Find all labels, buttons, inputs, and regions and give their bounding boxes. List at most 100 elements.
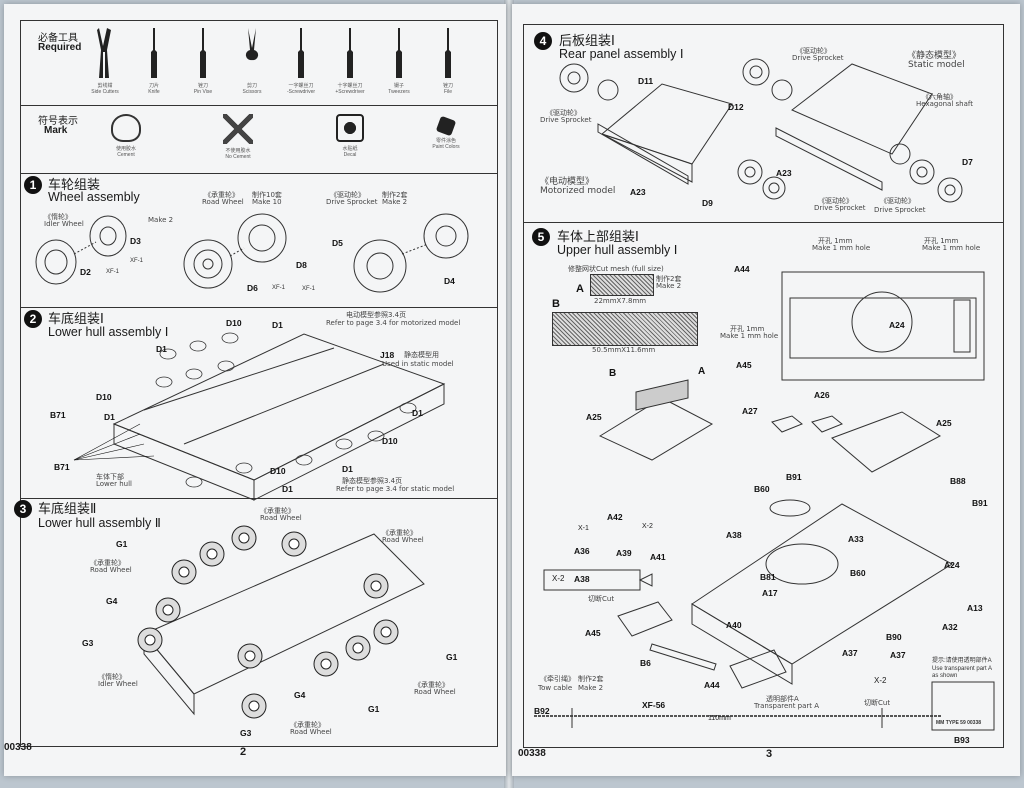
- mark-label-cn: 水贴纸: [342, 146, 358, 152]
- part-label: D3: [130, 236, 141, 246]
- step5-title-en: Upper hull assembly Ⅰ: [557, 243, 678, 257]
- road-wheel-en: Road Wheel: [260, 514, 302, 522]
- step2-hull-drawing: [73, 332, 446, 501]
- road-wheel-en: Road Wheel: [90, 566, 132, 574]
- hole-note-en: Make 1 mm hole: [812, 244, 871, 252]
- mark-label-cn: 不使用胶水: [225, 148, 251, 154]
- page-gutter: [504, 0, 514, 788]
- ref-static-cn: 静态模型参照3.4页: [342, 477, 403, 485]
- part-label: D11: [638, 76, 654, 86]
- part-label: D1: [282, 484, 293, 494]
- scissors-icon: [245, 28, 259, 61]
- static-use-en: Used in static model: [382, 360, 454, 368]
- sprocket-en: Drive Sprocket: [874, 206, 926, 214]
- part-label: D10: [226, 318, 242, 328]
- mark-label-en: Cement: [117, 152, 135, 158]
- part-label: B91: [786, 472, 802, 482]
- part-label: A: [698, 366, 706, 377]
- step3-title-cn: 车底组装Ⅱ: [38, 502, 97, 517]
- note-en: Use transparent part A as shown: [932, 666, 992, 679]
- tool-label-cn: 剪线钳: [97, 83, 113, 89]
- idler-qty: Make 2: [148, 216, 174, 224]
- part-label: D1: [342, 464, 353, 474]
- part-label: A25: [586, 412, 602, 422]
- part-label: D7: [962, 157, 973, 167]
- road-wheel-cn: 《承重轮》: [382, 529, 417, 537]
- part-label: B71: [54, 462, 70, 472]
- catalog-number: 00338: [518, 748, 546, 759]
- part-label: A23: [630, 187, 646, 197]
- lower-hull-en: Lower hull: [96, 480, 132, 488]
- part-label: G1: [446, 652, 458, 662]
- tool-label-cn: 十字螺丝刀: [337, 83, 363, 89]
- no-cement-icon: [223, 114, 253, 144]
- part-label: A44: [734, 264, 750, 274]
- marks-heading-en: Mark: [44, 125, 68, 136]
- cut-note: 切断Cut: [864, 699, 891, 707]
- part-label: D9: [702, 198, 713, 208]
- part-label: A42: [607, 512, 623, 522]
- hole-note-en: Make 1 mm hole: [720, 332, 779, 340]
- transparent-cn: 透明部件A: [766, 695, 799, 703]
- road-wheel-cn: 《承重轮》: [90, 559, 125, 567]
- tow-qty-cn: 制作2套: [578, 675, 604, 683]
- mark-label-en: No Cement: [225, 154, 251, 160]
- cement-icon: [111, 114, 141, 142]
- tool-label-cn: 镊子: [393, 83, 404, 89]
- side-cutters-icon: [97, 28, 111, 78]
- part-label: D1: [272, 320, 283, 330]
- part-label: D10: [382, 436, 398, 446]
- part-label: A37: [842, 648, 858, 658]
- motor-model-cn: 《电动模型》: [540, 177, 595, 187]
- step5-upper-hull-drawing: [534, 271, 995, 731]
- step1-wheel-drawing: [35, 213, 469, 293]
- road-wheel-cn: 《承重轮》: [290, 721, 325, 729]
- part-label: D6: [247, 283, 258, 293]
- cable-length: 110mm: [708, 715, 731, 722]
- part-label: G3: [82, 638, 94, 648]
- mark-label-cn: 使用胶水: [115, 146, 136, 152]
- road-wheel-cn: 《承重轮》: [414, 681, 449, 689]
- tool-label-cn: 剪刀: [246, 83, 257, 89]
- divider: [20, 498, 497, 499]
- sprocket-cn: 《驱动轮》: [818, 197, 853, 205]
- step2-title-cn: 车底组装Ⅰ: [48, 312, 104, 327]
- road-qty-cn: 制作10套: [252, 191, 282, 199]
- part-label: D1: [104, 412, 115, 422]
- hole-note-cn: 开孔 1mm: [924, 237, 959, 245]
- part-label: A25: [936, 418, 952, 428]
- part-label: D1: [412, 408, 423, 418]
- divider: [523, 222, 1003, 223]
- sprocket-label-en: Drive Sprocket: [326, 198, 378, 206]
- pin-vise-icon: [200, 28, 206, 78]
- divider: [20, 173, 497, 174]
- mesh-cut-note: 修整网状Cut mesh (full size): [568, 265, 664, 273]
- tool-label-en: -Screwdriver: [286, 89, 316, 95]
- part-label: A32: [942, 622, 958, 632]
- step2-title-en: Lower hull assembly Ⅰ: [48, 325, 169, 339]
- step5-title-cn: 车体上部组装Ⅰ: [557, 230, 639, 245]
- tool-label-cn: 刀片: [148, 83, 159, 89]
- cross-screwdriver-icon: [347, 28, 353, 78]
- sprocket-cn: 《驱动轮》: [546, 109, 581, 117]
- part-label: B90: [886, 632, 902, 642]
- hole-note-cn: 开孔 1mm: [730, 325, 765, 333]
- part-label: A27: [742, 406, 758, 416]
- step1-title-en: Wheel assembly: [48, 190, 140, 204]
- mesh-b-swatch: [552, 312, 698, 346]
- road-wheel-en: Road Wheel: [414, 688, 456, 696]
- part-label: B81: [760, 572, 776, 582]
- divider: [20, 307, 497, 308]
- tool-label-cn: 一字螺丝刀: [288, 83, 314, 89]
- tool-label-en: +Screwdriver: [335, 89, 365, 95]
- step3-hull-drawing: [137, 525, 425, 719]
- transparent-en: Transparent part A: [754, 702, 820, 710]
- tool-label-en: Knife: [148, 89, 160, 95]
- idler-wheel-en: Idler Wheel: [98, 680, 138, 688]
- mark-label-en: Decal: [343, 152, 357, 158]
- part-label: A45: [585, 628, 601, 638]
- mesh-b-label: B: [552, 298, 560, 310]
